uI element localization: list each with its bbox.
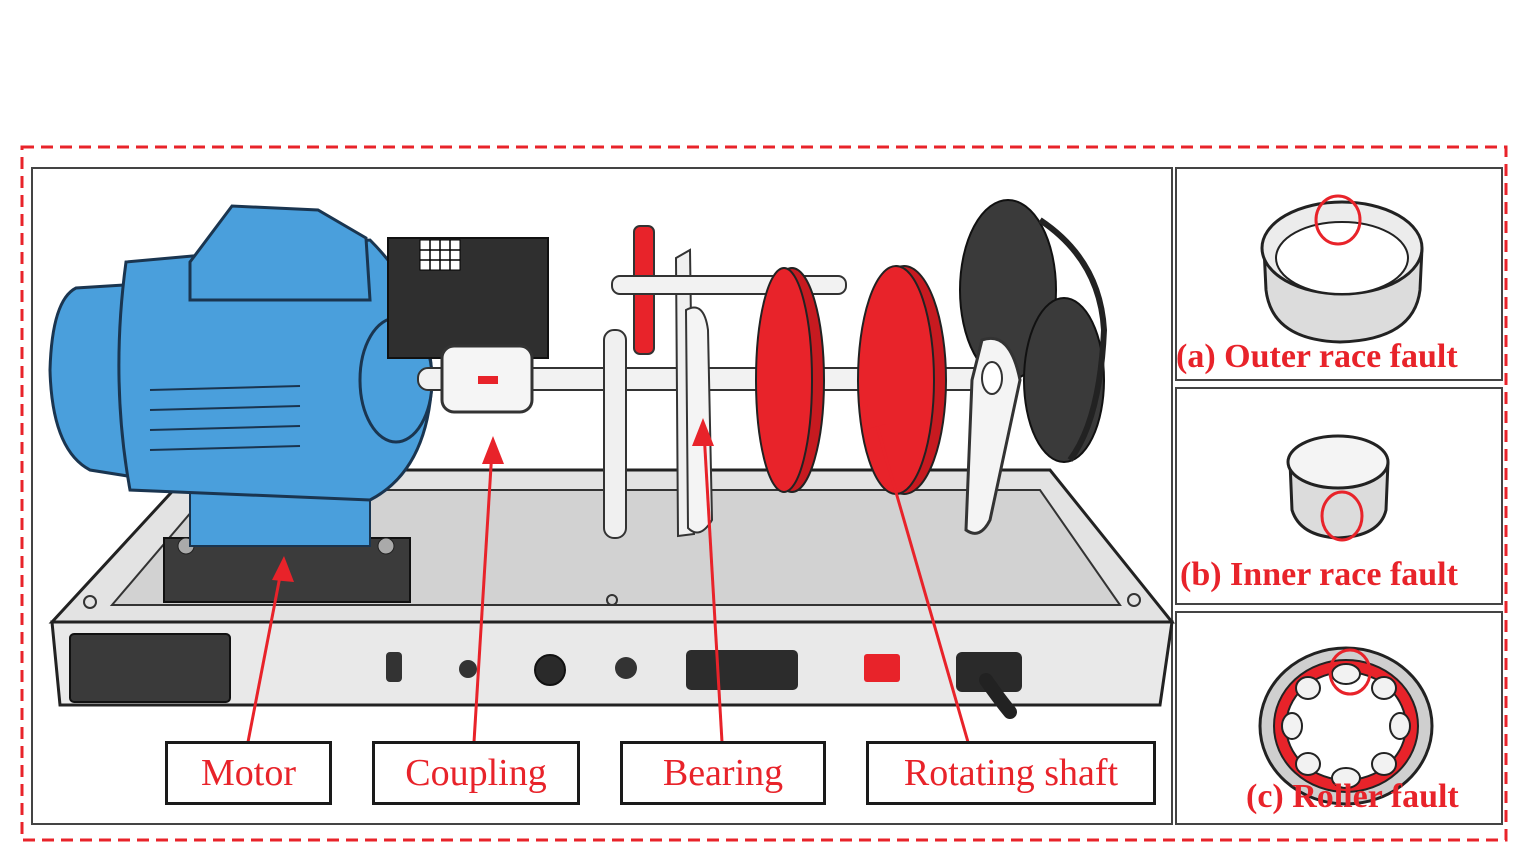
fault-marker-c	[1328, 648, 1372, 696]
front-display	[686, 650, 798, 690]
caption-inner-race-fault: (b) Inner race fault	[1180, 556, 1458, 593]
front-knob-1	[459, 660, 477, 678]
shaft-end-cap	[981, 361, 1003, 395]
front-switch	[386, 652, 402, 682]
pointer-motor	[246, 556, 294, 743]
label-rotating-shaft: Rotating shaft	[866, 741, 1156, 805]
front-knob-2	[534, 654, 566, 686]
pointer-rotating-shaft	[864, 400, 970, 743]
inner-race-bearing	[1286, 434, 1390, 540]
fault-marker-a	[1314, 194, 1362, 246]
label-motor: Motor	[165, 741, 332, 805]
pointer-coupling	[472, 436, 504, 743]
motor	[48, 204, 434, 603]
caption-roller-fault: (c) Roller fault	[1246, 778, 1459, 815]
outer-dashed-frame	[20, 145, 1508, 842]
roller-bearing	[1258, 646, 1434, 806]
pointer-bearing	[692, 418, 724, 743]
label-coupling: Coupling	[372, 741, 580, 805]
caption-outer-race-fault: (a) Outer race fault	[1176, 338, 1458, 375]
bearing-support-1	[603, 329, 627, 539]
front-knob-3	[615, 657, 637, 679]
power-plug	[956, 652, 1022, 719]
front-red-button	[864, 654, 900, 682]
label-bearing: Bearing	[620, 741, 826, 805]
fault-marker-b	[1320, 490, 1364, 542]
rotor-disc-2	[857, 265, 947, 495]
rotor-disc-1	[755, 267, 825, 493]
front-vent-plate	[69, 633, 231, 703]
control-box	[387, 237, 549, 359]
end-bracket	[964, 337, 1022, 535]
outer-race-bearing	[1260, 200, 1424, 344]
belt-pulley	[959, 199, 1108, 463]
coupling	[440, 344, 534, 414]
